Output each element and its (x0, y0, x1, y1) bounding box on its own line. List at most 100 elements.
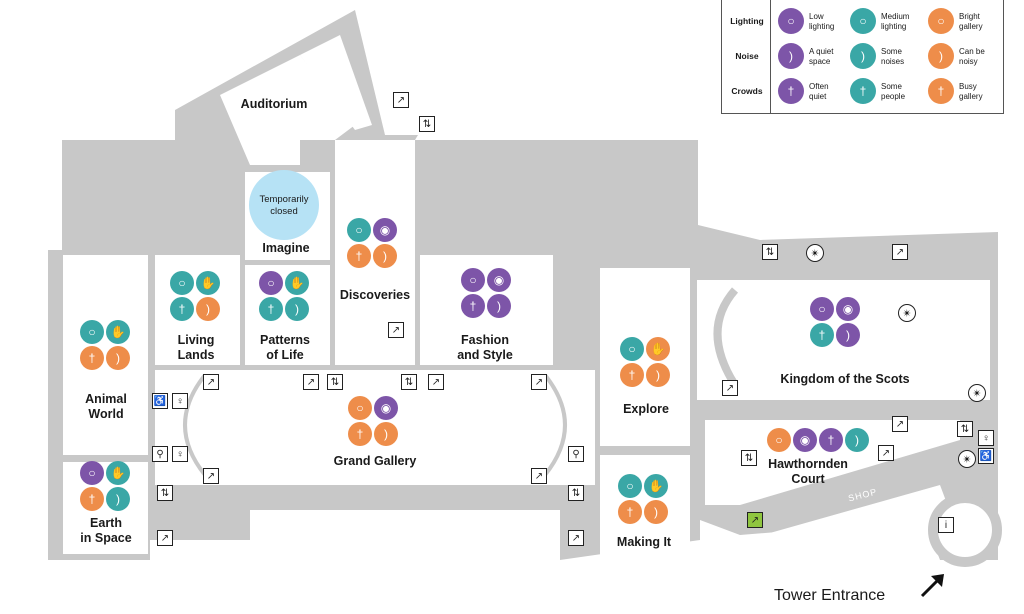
eye-icon: ◉ (836, 297, 860, 321)
hand-icon: ✋ (106, 320, 130, 344)
stairs-icon: ↗ (747, 512, 763, 528)
lightbulb-icon: ○ (767, 428, 791, 452)
toilets-icon: ⚲ (568, 446, 584, 462)
info-icon: i (938, 517, 954, 533)
lightbulb-icon: ○ (348, 396, 372, 420)
lift-icon: ⇅ (741, 450, 757, 466)
lift-icon: ⇅ (401, 374, 417, 390)
baby-change-icon: ♀ (978, 430, 994, 446)
stairs-icon: ↗ (892, 244, 908, 260)
ear-icon: ) (850, 43, 876, 69)
lightbulb-icon: ○ (850, 8, 876, 34)
eye-icon: ◉ (793, 428, 817, 452)
spiral-icon: ✴ (958, 450, 976, 468)
room-animal-world: Animal World (85, 392, 127, 421)
legend-category: Crowds (731, 86, 763, 96)
hand-icon: ✋ (644, 474, 668, 498)
hand-icon: ✋ (646, 337, 670, 361)
people-icon: † (461, 294, 485, 318)
people-icon: † (810, 323, 834, 347)
room-discoveries: Discoveries (339, 288, 411, 302)
lightbulb-icon: ○ (80, 461, 104, 485)
people-icon: † (80, 346, 104, 370)
eye-icon: ◉ (373, 218, 397, 242)
ear-icon: ) (644, 500, 668, 524)
legend-divider (770, 0, 771, 113)
baby-change-icon: ♀ (172, 446, 188, 462)
stairs-icon: ↗ (203, 374, 219, 390)
people-icon: † (618, 500, 642, 524)
people-icon: † (778, 78, 804, 104)
hand-icon: ✋ (196, 271, 220, 295)
ear-icon: ) (778, 43, 804, 69)
spiral-icon: ✴ (898, 304, 916, 322)
lightbulb-icon: ○ (80, 320, 104, 344)
lift-icon: ⇅ (762, 244, 778, 260)
room-earth-in-space: Earth in Space (80, 516, 132, 545)
room-hawthornden-court: Hawthornden Court (768, 457, 848, 486)
legend-item-text: A quiet space (809, 47, 834, 66)
ear-icon: ) (845, 428, 869, 452)
lightbulb-icon: ○ (170, 271, 194, 295)
legend-row-noise: Noise)A quiet space)Some noises)Can be n… (722, 39, 1003, 73)
temporarily-closed-marker (249, 170, 319, 240)
temporarily-closed-label: Temporarily closed (259, 194, 309, 217)
people-icon: † (347, 244, 371, 268)
stairs-icon: ↗ (203, 468, 219, 484)
ear-icon: ) (106, 346, 130, 370)
lift-icon: ⇅ (568, 485, 584, 501)
inner-walls (63, 172, 697, 510)
legend-category: Lighting (730, 16, 764, 26)
lightbulb-icon: ○ (618, 474, 642, 498)
hand-icon: ✋ (106, 461, 130, 485)
stairs-icon: ↗ (531, 468, 547, 484)
baby-change-icon: ♀ (172, 393, 188, 409)
lightbulb-icon: ○ (778, 8, 804, 34)
toilets-icon: ⚲ (152, 446, 168, 462)
legend-item-text: Can be noisy (959, 47, 985, 66)
room-explore: Explore (623, 402, 669, 416)
hand-icon: ✋ (285, 271, 309, 295)
legend-item-text: Medium lighting (881, 12, 910, 31)
lift-icon: ⇅ (957, 421, 973, 437)
ear-icon: ) (285, 297, 309, 321)
ear-icon: ) (836, 323, 860, 347)
ear-icon: ) (646, 363, 670, 387)
tower-entrance-label: Tower Entrance (774, 587, 886, 604)
legend-category: Noise (735, 51, 759, 61)
lightbulb-icon: ○ (347, 218, 371, 242)
ear-icon: ) (487, 294, 511, 318)
legend-item-text: Bright gallery (959, 12, 983, 31)
people-icon: † (850, 78, 876, 104)
lightbulb-icon: ○ (461, 268, 485, 292)
ear-icon: ) (373, 244, 397, 268)
spiral-icon: ✴ (806, 244, 824, 262)
stairs-icon: ↗ (531, 374, 547, 390)
legend-row-crowds: Crowds†Often quiet†Some people†Busy gall… (722, 74, 1003, 108)
tower-round (928, 493, 1002, 567)
legend-item-text: Some noises (881, 47, 905, 66)
lightbulb-icon: ○ (620, 337, 644, 361)
kingdom-arc (713, 287, 739, 388)
stairs-icon: ↗ (157, 530, 173, 546)
lift-icon: ⇅ (157, 485, 173, 501)
legend-item-text: Often quiet (809, 82, 829, 101)
room-grand-gallery: Grand Gallery (333, 454, 417, 468)
people-icon: † (170, 297, 194, 321)
escalator-icon: ↗ (388, 322, 404, 338)
stairs-icon: ↗ (722, 380, 738, 396)
legend-item-text: Some people (881, 82, 906, 101)
entrance-arrow-icon (920, 574, 944, 598)
eye-icon: ◉ (374, 396, 398, 420)
room-living-lands: Living Lands (177, 333, 215, 362)
people-icon: † (80, 487, 104, 511)
people-icon: † (348, 422, 372, 446)
ear-icon: ) (196, 297, 220, 321)
accessible-icon: ♿ (978, 448, 994, 464)
people-icon: † (928, 78, 954, 104)
room-making-it: Making It (616, 535, 672, 549)
escalator-icon: ↗ (878, 445, 894, 461)
lift-icon: ⇅ (419, 116, 435, 132)
people-icon: † (259, 297, 283, 321)
